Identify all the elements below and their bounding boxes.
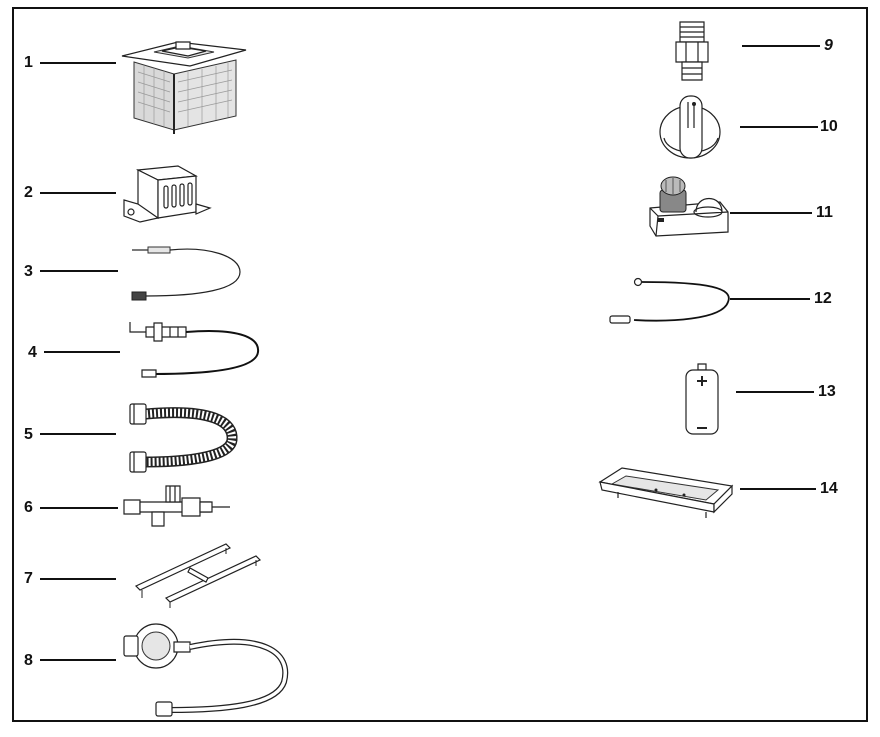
leader-line-12 bbox=[730, 298, 810, 300]
ignition-bracket-icon bbox=[118, 160, 216, 226]
leader-line-11 bbox=[730, 212, 812, 214]
leader-line-4 bbox=[44, 351, 120, 353]
leader-line-8 bbox=[40, 659, 116, 661]
part-number-1: 1 bbox=[24, 54, 33, 71]
part-number-11: 11 bbox=[816, 204, 833, 221]
part-number-4: 4 bbox=[28, 344, 37, 361]
control-knob-icon bbox=[654, 88, 730, 166]
leader-line-14 bbox=[740, 488, 816, 490]
part-number-14: 14 bbox=[820, 480, 838, 497]
part-number-6: 6 bbox=[24, 499, 33, 516]
part-number-7: 7 bbox=[24, 570, 33, 587]
leader-line-1 bbox=[40, 62, 116, 64]
leader-line-5 bbox=[40, 433, 116, 435]
part-number-9: 9 bbox=[824, 37, 833, 54]
part-number-2: 2 bbox=[24, 184, 33, 201]
gas-valve-icon bbox=[118, 482, 234, 532]
part-number-13: 13 bbox=[818, 383, 836, 400]
part-number-12: 12 bbox=[814, 290, 832, 307]
fitting-connector-icon bbox=[666, 18, 720, 86]
fire-table-icon bbox=[118, 26, 250, 136]
leader-line-9 bbox=[742, 45, 820, 47]
burner-pan-icon bbox=[596, 464, 736, 520]
leader-line-6 bbox=[40, 507, 118, 509]
leader-line-2 bbox=[40, 192, 116, 194]
leader-line-3 bbox=[40, 270, 118, 272]
part-number-3: 3 bbox=[24, 263, 33, 280]
ignition-electrode-icon bbox=[124, 318, 264, 380]
igniter-module-icon bbox=[644, 172, 736, 242]
part-number-5: 5 bbox=[24, 426, 33, 443]
diagram-frame bbox=[12, 7, 868, 722]
thermocouple-icon bbox=[128, 238, 246, 304]
part-number-8: 8 bbox=[24, 652, 33, 669]
battery-icon bbox=[682, 362, 722, 438]
part-number-10: 10 bbox=[820, 118, 838, 135]
leader-line-10 bbox=[740, 126, 818, 128]
flex-gas-hose-icon bbox=[122, 396, 244, 474]
leader-line-7 bbox=[40, 578, 116, 580]
h-burner-icon bbox=[126, 536, 266, 608]
ignition-wire-icon bbox=[608, 274, 732, 328]
regulator-hose-icon bbox=[122, 602, 294, 720]
leader-line-13 bbox=[736, 391, 814, 393]
